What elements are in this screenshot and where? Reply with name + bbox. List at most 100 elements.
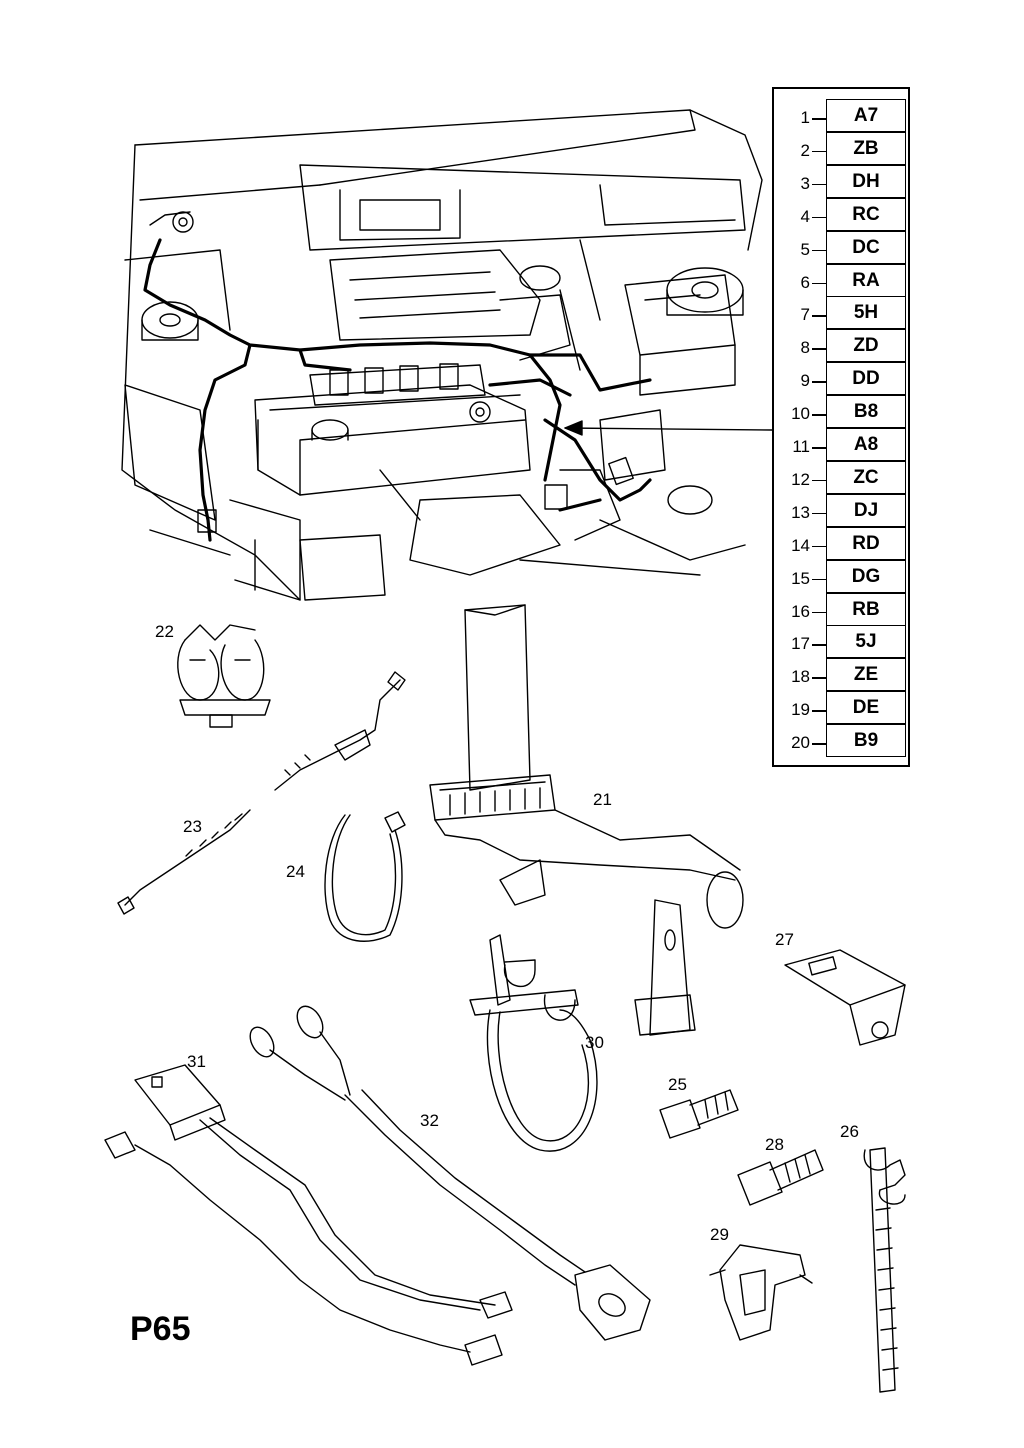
legend-code: DC — [826, 230, 906, 264]
part-26-long-tie — [863, 1147, 906, 1393]
legend-code: 5J — [826, 625, 906, 659]
legend-number: 9 — [800, 371, 810, 391]
part-32-harness-plug — [249, 1005, 651, 1341]
part-21-duct — [429, 604, 744, 1036]
legend-number: 18 — [791, 667, 810, 687]
legend-number: 8 — [800, 338, 810, 358]
legend-tick — [812, 216, 826, 219]
callout-29: 29 — [710, 1225, 729, 1244]
legend-code: B9 — [826, 724, 906, 758]
legend-number: 19 — [791, 700, 810, 720]
legend-tick — [812, 315, 826, 317]
legend-code: RC — [826, 197, 906, 231]
legend-tick — [812, 512, 826, 515]
legend-tick — [812, 611, 826, 613]
legend-row: 1 A7 — [774, 99, 912, 132]
legend-tick — [812, 414, 826, 416]
engine-bay-illustration — [121, 109, 763, 601]
callout-28: 28 — [765, 1135, 784, 1154]
callout-27: 27 — [775, 930, 794, 949]
callout-24: 24 — [286, 862, 305, 881]
callout-21: 21 — [593, 790, 612, 809]
callout-23: 23 — [183, 817, 202, 836]
legend-row: 17 5J — [774, 625, 912, 659]
legend-code: ZB — [826, 131, 906, 165]
legend-tick — [812, 348, 826, 350]
legend-tick — [812, 578, 826, 581]
leader-arrow — [564, 420, 773, 436]
legend-number: 6 — [800, 272, 810, 292]
legend-row: 11 A8 — [774, 428, 912, 461]
legend-tick — [812, 710, 826, 712]
wiring-harness — [143, 238, 652, 542]
part-25-bolt — [659, 1089, 739, 1139]
legend-code: DD — [826, 362, 906, 396]
legend-row: 4 RC — [774, 197, 912, 231]
legend-number: 12 — [791, 469, 810, 489]
legend-tick — [812, 743, 826, 745]
part-23-wire-leads — [117, 671, 406, 915]
legend-code: A7 — [826, 99, 906, 132]
legend-code: B8 — [826, 395, 906, 429]
legend-tick — [812, 644, 826, 646]
legend-code: RA — [826, 263, 906, 297]
part-27-bracket — [784, 949, 906, 1046]
legend-tick — [812, 381, 826, 383]
legend-row: 10 B8 — [774, 395, 912, 429]
legend-row: 9 DD — [774, 362, 912, 396]
legend-row: 6 RA — [774, 263, 912, 297]
legend-code: ZE — [826, 658, 906, 692]
part-31-connector-leads — [104, 1064, 513, 1366]
part-28-bolt — [737, 1149, 824, 1206]
legend-number: 2 — [800, 140, 810, 160]
legend-tick — [812, 479, 826, 482]
legend-code: DJ — [826, 493, 906, 527]
legend-tick — [812, 282, 826, 284]
harness-connectors — [149, 211, 634, 533]
part-22-double-clip — [177, 624, 271, 728]
legend-number: 16 — [791, 601, 810, 621]
callout-31: 31 — [187, 1052, 206, 1071]
legend-number: 4 — [800, 206, 810, 226]
callout-22: 22 — [155, 622, 174, 641]
legend-number: 20 — [791, 733, 810, 753]
part-30-cable-tie — [469, 934, 598, 1152]
legend-number: 17 — [791, 634, 810, 654]
legend-tick — [812, 545, 826, 548]
page-code: P65 — [130, 1310, 191, 1348]
legend-number: 11 — [792, 437, 810, 456]
legend-row: 20 B9 — [774, 724, 912, 758]
legend-tick — [812, 118, 826, 120]
callout-32: 32 — [420, 1111, 439, 1130]
legend-number: 14 — [791, 535, 810, 555]
legend-number: 10 — [791, 404, 810, 424]
callout-26: 26 — [840, 1122, 859, 1141]
legend-code: 5H — [826, 296, 906, 330]
legend-tick — [812, 150, 826, 153]
legend-row: 13 DJ — [774, 493, 912, 527]
legend-row: 18 ZE — [774, 658, 912, 692]
part-24-cable-strap — [324, 811, 406, 942]
callout-25: 25 — [668, 1075, 687, 1094]
legend-tick — [812, 249, 826, 252]
callout-30: 30 — [585, 1033, 604, 1052]
legend-number: 3 — [800, 173, 810, 193]
legend-row: 12 ZC — [774, 460, 912, 494]
legend-number: 5 — [800, 239, 810, 259]
legend-code: DG — [826, 559, 906, 593]
legend-number: 13 — [791, 502, 810, 522]
legend-code: A8 — [826, 428, 906, 461]
legend-tick — [812, 183, 826, 186]
legend-number: 1 — [800, 108, 810, 127]
legend-tick — [812, 677, 826, 679]
legend-row: 2 ZB — [774, 131, 912, 165]
legend-code: RD — [826, 526, 906, 560]
legend-code: ZC — [826, 460, 906, 494]
